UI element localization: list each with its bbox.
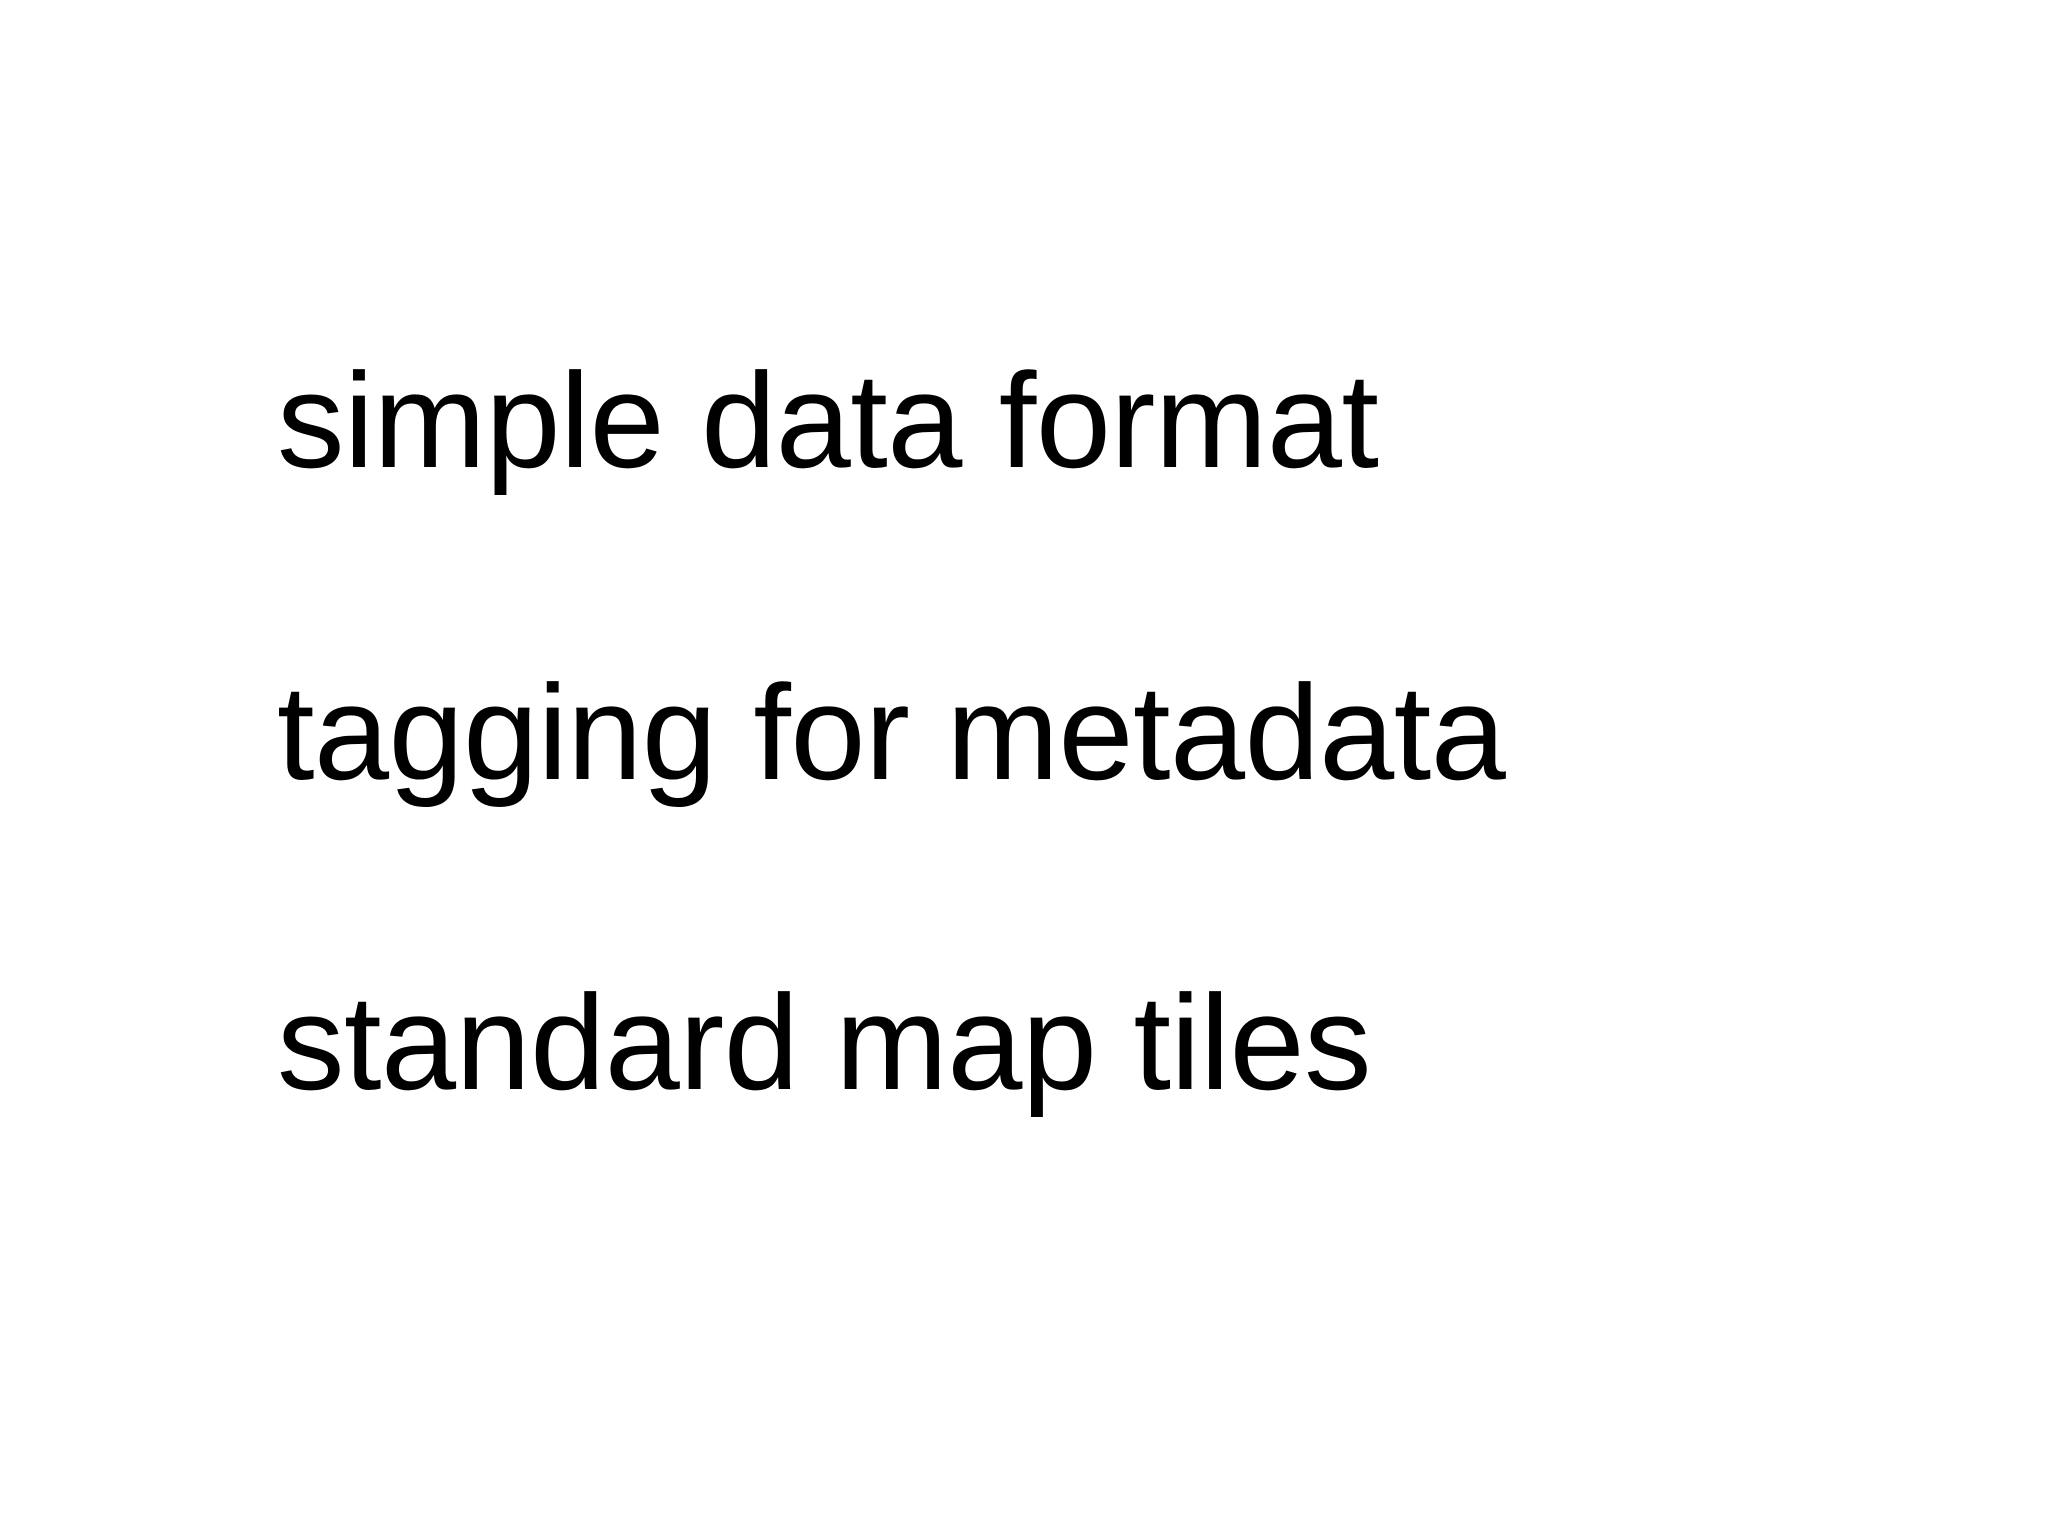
slide-bullet-line-1: simple data format [277, 345, 1379, 496]
slide-bullet-line-3: standard map tiles [277, 967, 1372, 1118]
slide-bullet-line-2: tagging for metadata [277, 657, 1506, 808]
